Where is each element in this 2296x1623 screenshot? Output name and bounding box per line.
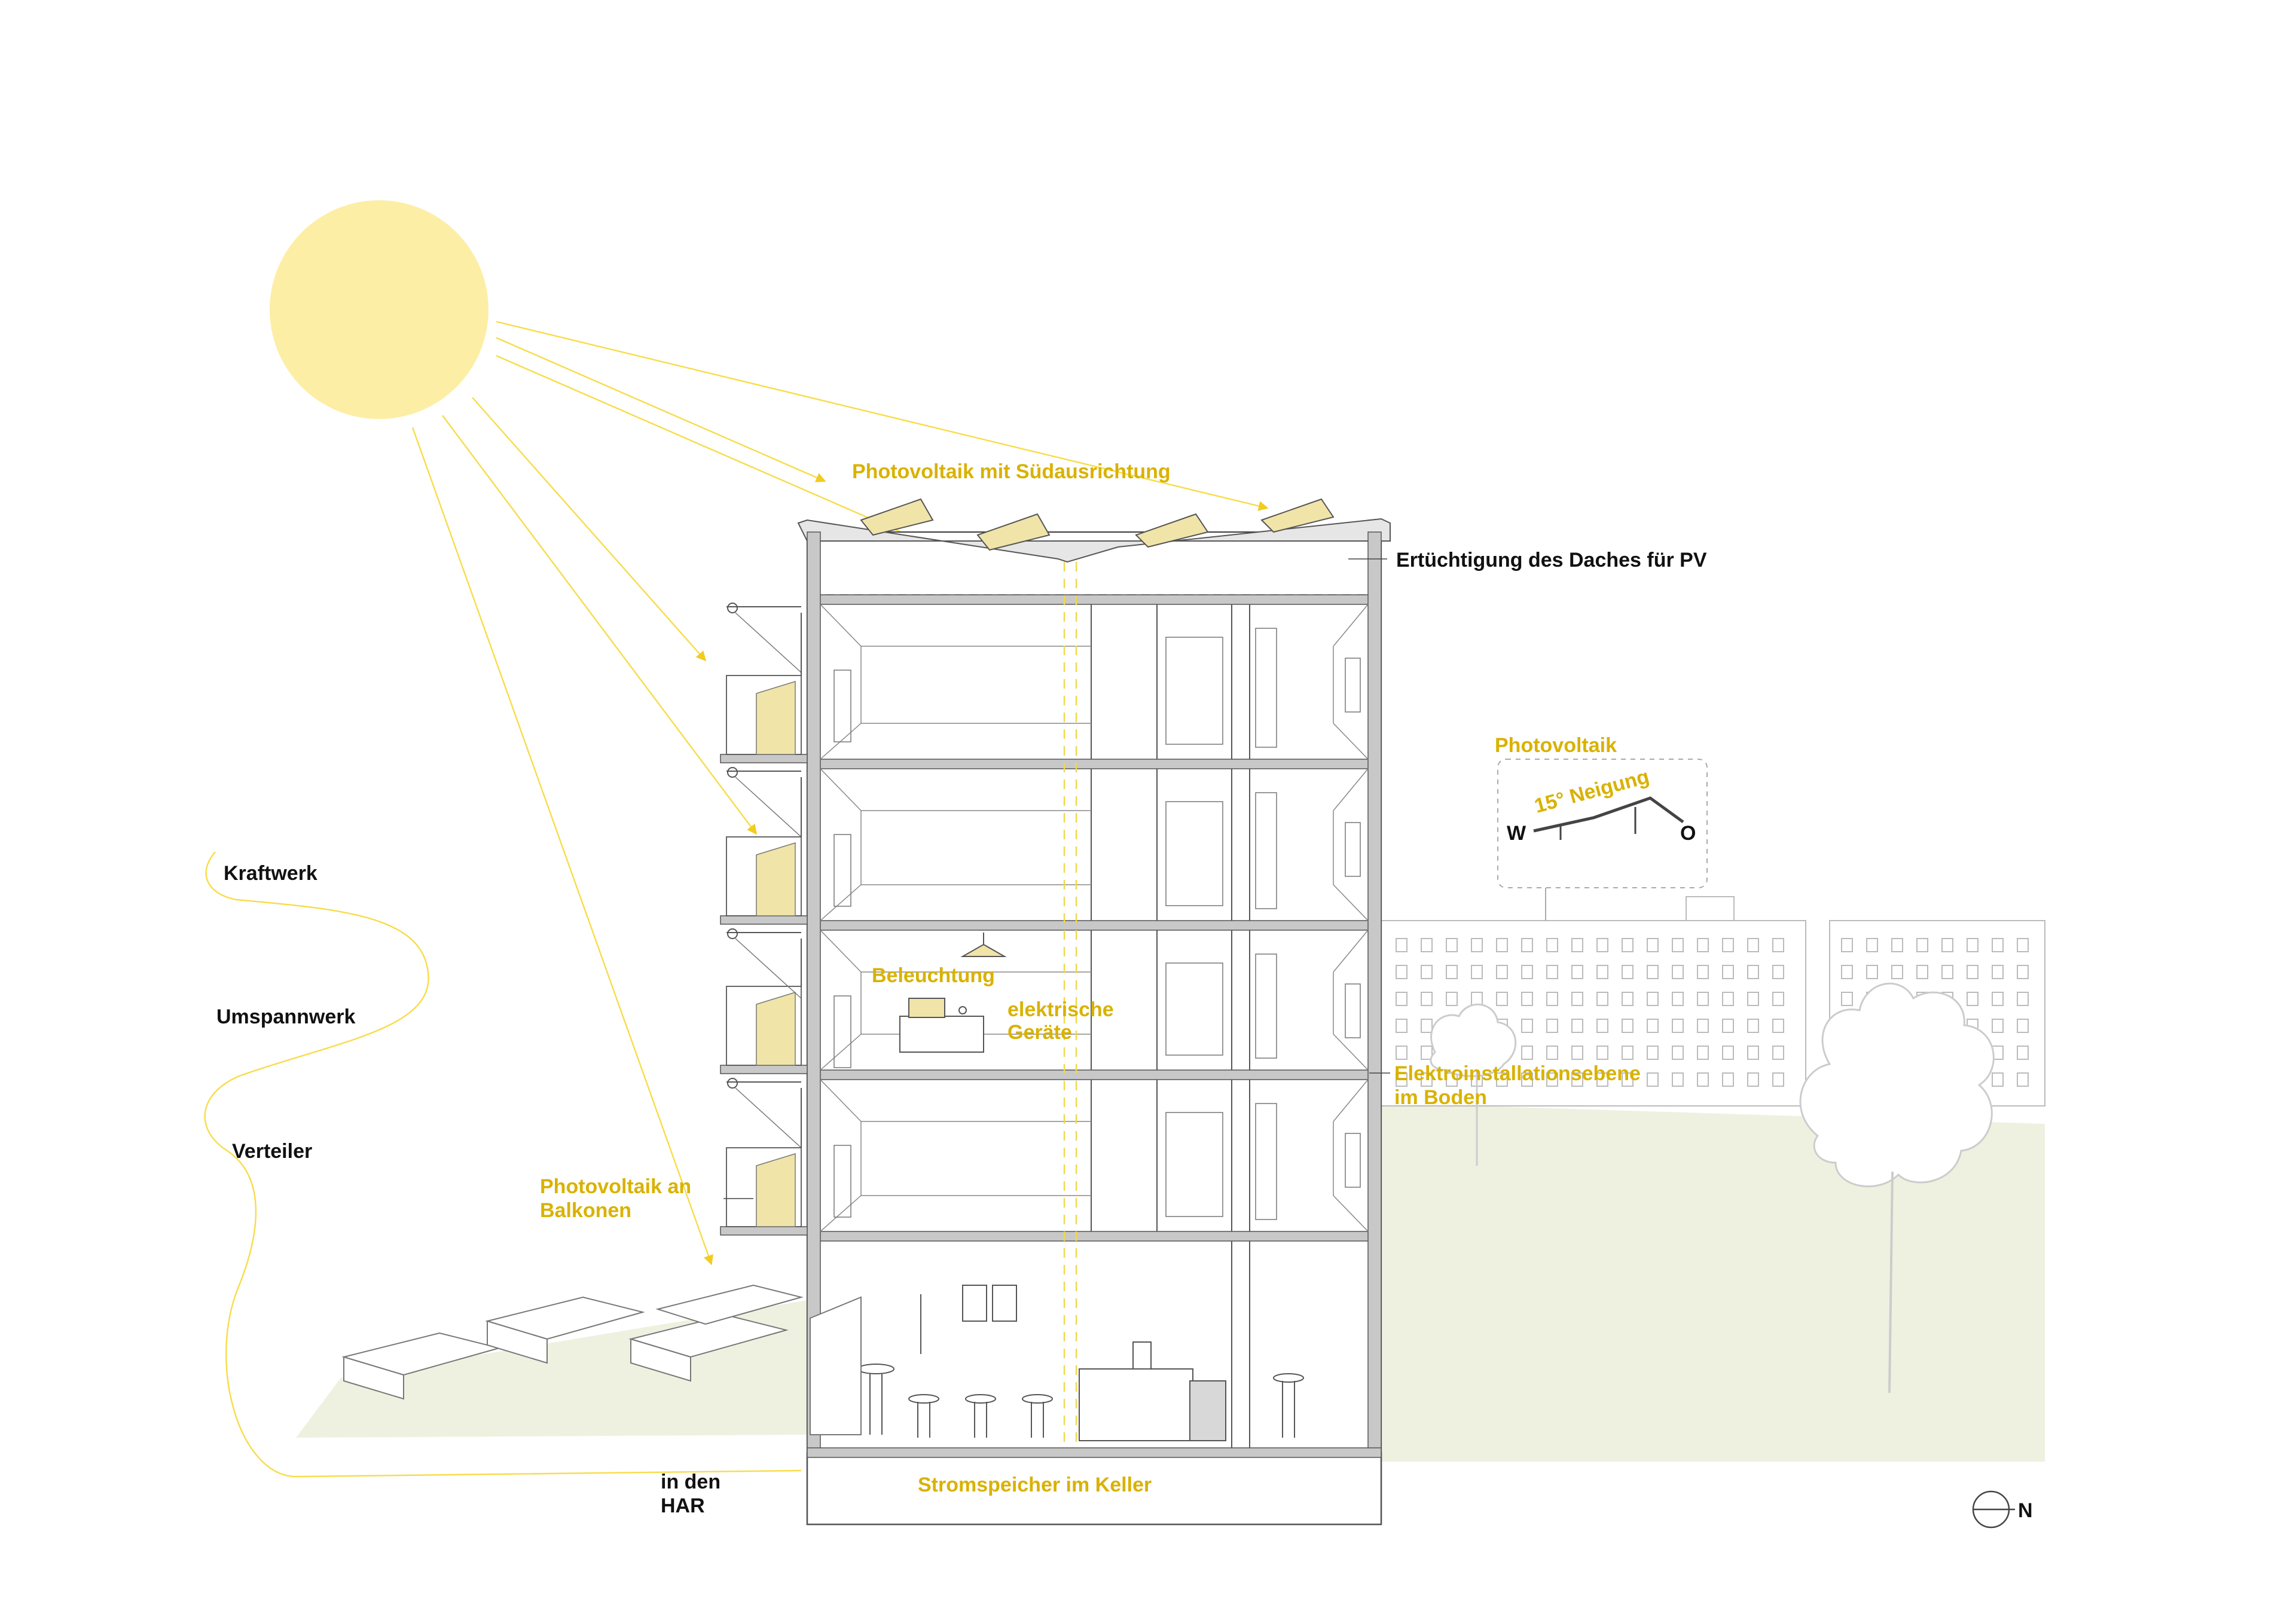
roof-upgrade-label: Ertüchtigung des Daches für PV bbox=[1396, 549, 1707, 571]
floor-installation-label-1: Elektroinstallationsebene bbox=[1394, 1062, 1641, 1085]
har-label-2: HAR bbox=[661, 1494, 705, 1517]
storage-label: Stromspeicher im Keller bbox=[918, 1474, 1152, 1496]
tree-small bbox=[1430, 1003, 1517, 1166]
substation-label: Umspannwerk bbox=[216, 1005, 355, 1028]
devices-label-2: Geräte bbox=[1007, 1021, 1072, 1044]
tree-large bbox=[1799, 982, 1995, 1393]
lighting-label: Beleuchtung bbox=[872, 964, 995, 987]
east-label: O bbox=[1680, 822, 1696, 845]
devices-label-1: elektrische bbox=[1007, 998, 1114, 1021]
floor-installation-label-2: im Boden bbox=[1394, 1086, 1487, 1109]
garden-raised-beds bbox=[341, 1284, 862, 1435]
leader-lines bbox=[723, 558, 1390, 1199]
west-label: W bbox=[1507, 822, 1526, 845]
ground-floor-cafe bbox=[857, 1285, 1304, 1441]
neighbor-building-left bbox=[1381, 896, 1806, 1107]
north-arrow-icon bbox=[1972, 1490, 2015, 1529]
pv-balcony-label-2: Balkonen bbox=[540, 1199, 631, 1222]
roof-pv-panels bbox=[860, 498, 1335, 551]
north-label: N bbox=[2018, 1499, 2033, 1522]
grid-connection-curve bbox=[204, 851, 802, 1478]
sun-rays bbox=[411, 320, 1269, 1266]
main-building-section bbox=[797, 518, 1391, 1526]
tilt-label: 15° Neigung bbox=[1532, 765, 1651, 818]
pv-south-label: Photovoltaik mit Südausrichtung bbox=[852, 460, 1171, 483]
sun-icon bbox=[270, 200, 488, 419]
pv-balcony-label-1: Photovoltaik an bbox=[540, 1175, 691, 1198]
neighbor-pv-title: Photovoltaik bbox=[1495, 734, 1617, 757]
distributor-label: Verteiler bbox=[232, 1140, 312, 1163]
ground-right bbox=[1381, 1103, 2045, 1462]
neighbor-pv-callout: Photovoltaik 15° Neigung W O bbox=[1495, 734, 1708, 921]
balcony-stack bbox=[720, 603, 808, 1236]
power-plant-label: Kraftwerk bbox=[224, 862, 317, 885]
har-label-1: in den bbox=[661, 1471, 720, 1493]
living-room-devices bbox=[899, 933, 1007, 1053]
